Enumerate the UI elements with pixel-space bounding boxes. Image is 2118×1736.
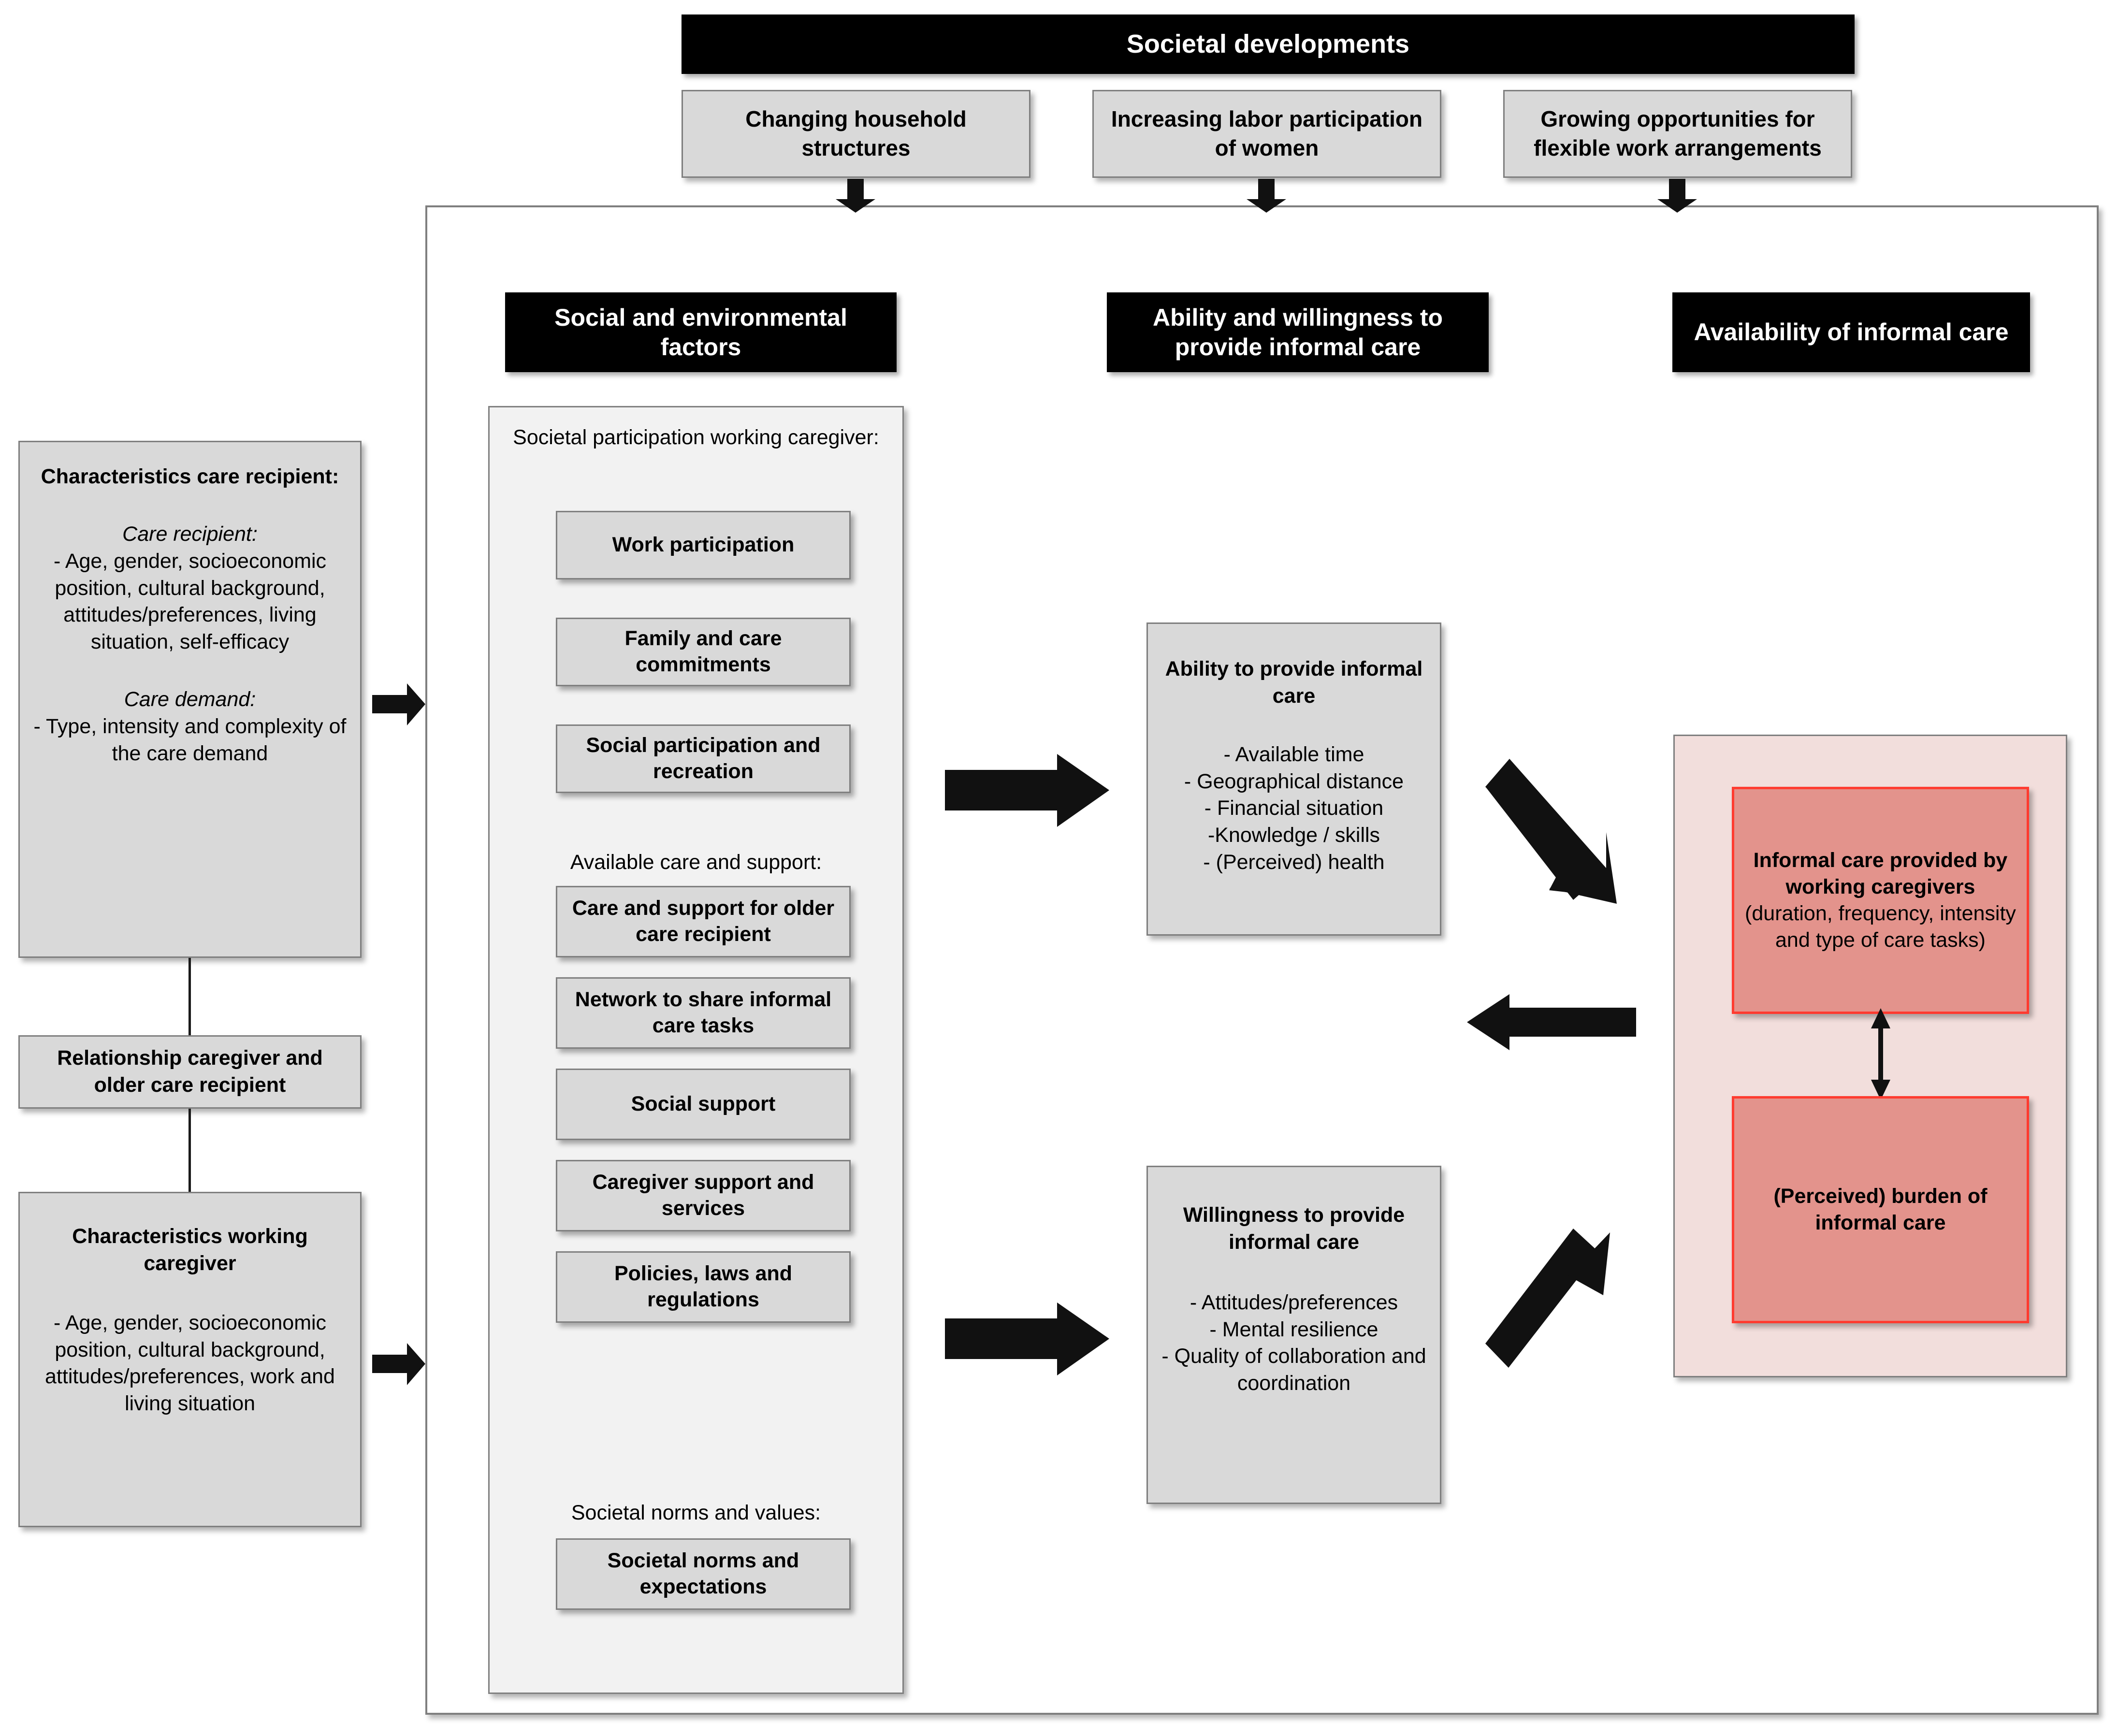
societal-developments-banner: Societal developments bbox=[682, 14, 1855, 74]
factor-label: Network to share informal care tasks bbox=[575, 988, 832, 1037]
societal-developments-label: Societal developments bbox=[1126, 29, 1410, 58]
factor-box-network-share-tasks[interactable]: Network to share informal care tasks bbox=[556, 977, 851, 1049]
ability-item: - Available time bbox=[1223, 742, 1364, 766]
ability-item: - Financial situation bbox=[1204, 796, 1384, 820]
factors-group3-label: Societal norms and values: bbox=[571, 1501, 821, 1524]
connector-recipient-to-relationship bbox=[189, 958, 191, 1035]
factor-box-policies-laws-regulations[interactable]: Policies, laws and regulations bbox=[556, 1251, 851, 1323]
driver-label: Increasing labor participation of women bbox=[1111, 106, 1423, 160]
column-header-label: Social and environmental factors bbox=[554, 304, 847, 361]
factor-box-social-support[interactable]: Social support bbox=[556, 1069, 851, 1140]
column-header-ability-willingness: Ability and willingness to provide infor… bbox=[1107, 292, 1489, 372]
ability-item: - Geographical distance bbox=[1184, 769, 1404, 793]
factors-group2-label: Available care and support: bbox=[570, 851, 822, 874]
arrow-driver-2-down bbox=[1247, 179, 1286, 213]
arrow-double-headed-provided-burden bbox=[1871, 1008, 1890, 1100]
factor-box-care-support-older-recipient[interactable]: Care and support for older care recipien… bbox=[556, 886, 851, 957]
column-header-label: Ability and willingness to provide infor… bbox=[1152, 304, 1443, 361]
driver-label: Growing opportunities for flexible work … bbox=[1534, 106, 1822, 160]
care-recipient-title: Characteristics care recipient: bbox=[41, 465, 339, 488]
factor-label: Social participation and recreation bbox=[586, 734, 821, 783]
willingness-title: Willingness to provide informal care bbox=[1183, 1203, 1405, 1254]
factor-label: Social support bbox=[631, 1092, 776, 1116]
factors-group1-label: Societal participation working caregiver… bbox=[513, 426, 879, 449]
care-recipient-sub2-label: Care demand: bbox=[124, 688, 256, 711]
arrow-ability-to-informal-care-provided bbox=[1485, 759, 1617, 904]
factor-box-societal-norms-expectations[interactable]: Societal norms and expectations bbox=[556, 1538, 851, 1610]
factor-box-family-care-commitments[interactable]: Family and care commitments bbox=[556, 618, 851, 686]
box-relationship-caregiver-recipient[interactable]: Relationship caregiver and older care re… bbox=[18, 1035, 362, 1109]
willingness-item: - Mental resilience bbox=[1209, 1317, 1378, 1341]
box-willingness-to-provide-informal-care[interactable]: Willingness to provide informal care - A… bbox=[1146, 1166, 1441, 1504]
factor-box-work-participation[interactable]: Work participation bbox=[556, 511, 851, 579]
care-recipient-sub1-label: Care recipient: bbox=[122, 522, 258, 546]
column-header-label: Availability of informal care bbox=[1694, 318, 2009, 346]
factor-label: Policies, laws and regulations bbox=[614, 1262, 793, 1311]
willingness-item: - Quality of collaboration and coordinat… bbox=[1161, 1345, 1426, 1395]
perceived-burden-label: (Perceived) burden of informal care bbox=[1773, 1184, 1987, 1234]
box-characteristics-care-recipient[interactable]: Characteristics care recipient: Care rec… bbox=[18, 441, 362, 958]
box-ability-to-provide-informal-care[interactable]: Ability to provide informal care - Avail… bbox=[1146, 622, 1441, 936]
factor-label: Caregiver support and services bbox=[592, 1171, 814, 1220]
factor-label: Work participation bbox=[612, 533, 795, 557]
working-caregiver-title: Characteristics working caregiver bbox=[72, 1225, 308, 1275]
working-caregiver-text: - Age, gender, socioeconomic position, c… bbox=[45, 1311, 335, 1416]
arrow-driver-1-down bbox=[836, 179, 875, 213]
ability-item: -Knowledge / skills bbox=[1207, 824, 1380, 847]
factor-box-caregiver-support-services[interactable]: Caregiver support and services bbox=[556, 1160, 851, 1231]
connector-relationship-to-caregiver bbox=[189, 1109, 191, 1192]
arrow-factors-to-ability bbox=[945, 754, 1109, 827]
factor-label: Family and care commitments bbox=[624, 627, 782, 676]
care-recipient-sub1-text: - Age, gender, socioeconomic position, c… bbox=[53, 549, 327, 654]
informal-care-provided-title: Informal care provided by working caregi… bbox=[1753, 848, 2008, 898]
arrow-willingness-to-burden bbox=[1485, 1229, 1610, 1368]
box-informal-care-provided[interactable]: Informal care provided by working caregi… bbox=[1732, 787, 2029, 1014]
care-recipient-sub2-text: - Type, intensity and complexity of the … bbox=[33, 714, 347, 765]
arrow-caregiver-to-factors bbox=[372, 1343, 425, 1385]
driver-box-changing-household-structures[interactable]: Changing household structures bbox=[682, 90, 1030, 178]
column-header-availability: Availability of informal care bbox=[1672, 292, 2030, 372]
driver-box-flexible-work-arrangements[interactable]: Growing opportunities for flexible work … bbox=[1503, 90, 1852, 178]
factor-box-social-participation-recreation[interactable]: Social participation and recreation bbox=[556, 724, 851, 793]
arrow-recipient-to-factors bbox=[372, 683, 425, 725]
box-perceived-burden-informal-care[interactable]: (Perceived) burden of informal care bbox=[1732, 1096, 2029, 1323]
column-header-social-environmental: Social and environmental factors bbox=[505, 292, 897, 372]
informal-care-provided-detail: (duration, frequency, intensity and type… bbox=[1745, 902, 2016, 952]
relationship-label: Relationship caregiver and older care re… bbox=[57, 1046, 323, 1097]
driver-box-increasing-labor-participation[interactable]: Increasing labor participation of women bbox=[1092, 90, 1441, 178]
ability-item: - (Perceived) health bbox=[1203, 851, 1385, 874]
arrow-driver-3-down bbox=[1657, 179, 1697, 213]
ability-title: Ability to provide informal care bbox=[1165, 657, 1423, 708]
driver-label: Changing household structures bbox=[745, 106, 967, 160]
willingness-item: - Attitudes/preferences bbox=[1190, 1290, 1398, 1314]
factor-label: Care and support for older care recipien… bbox=[572, 897, 835, 946]
arrow-availability-feedback-left bbox=[1467, 994, 1636, 1050]
arrow-factors-to-willingness bbox=[945, 1302, 1109, 1375]
box-characteristics-working-caregiver[interactable]: Characteristics working caregiver - Age,… bbox=[18, 1192, 362, 1527]
factor-label: Societal norms and expectations bbox=[607, 1549, 799, 1598]
